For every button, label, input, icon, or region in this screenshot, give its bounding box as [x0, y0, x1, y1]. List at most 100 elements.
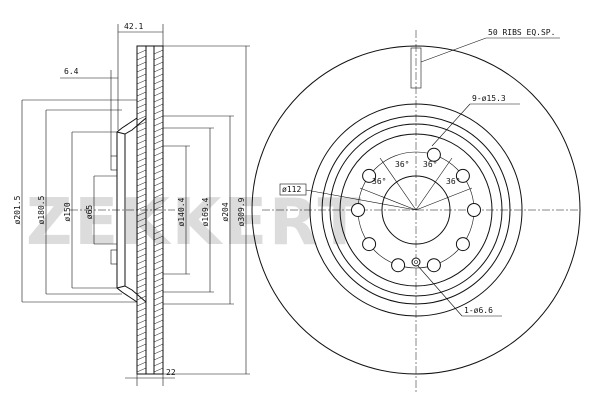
- vent-hatch: [136, 247, 147, 253]
- vent-hatch: [153, 151, 164, 157]
- ribs-leader: [420, 37, 487, 63]
- vent-hatch: [136, 85, 147, 91]
- vent-hatch: [153, 367, 164, 373]
- vent-hatch: [136, 175, 147, 181]
- vent-hatch: [153, 139, 164, 145]
- bolt-hole-section-top: [110, 155, 118, 171]
- vent-hatch: [153, 265, 164, 271]
- angle-label-4: 36°: [446, 177, 460, 186]
- vent-hatch: [153, 199, 164, 205]
- dim-204: ø204: [221, 202, 230, 221]
- bolt-hole: [362, 237, 377, 252]
- vent-hatch: [153, 331, 164, 337]
- vent-hatch: [153, 355, 164, 361]
- vent-hatch: [136, 337, 147, 343]
- vent-hatch: [136, 235, 147, 241]
- bolt-hole: [455, 237, 470, 252]
- vent-hatch: [136, 109, 147, 115]
- vent-hatch: [136, 61, 147, 67]
- vent-hatch: [136, 115, 147, 121]
- friction-inner-edge: [309, 103, 523, 317]
- vent-hatch: [153, 313, 164, 319]
- vent-hatch: [136, 181, 147, 187]
- dim-180-5: ø180.5: [37, 195, 46, 224]
- vent-hatch: [153, 205, 164, 211]
- vent-hatch: [153, 211, 164, 217]
- vent-hatch: [136, 277, 147, 283]
- pin-hole-note: 1-ø6.6: [464, 306, 493, 315]
- vent-hatch: [136, 133, 147, 139]
- vent-hatch: [136, 97, 147, 103]
- hat-step: [329, 123, 503, 297]
- vent-hatch: [153, 121, 164, 127]
- vent-hatch: [153, 259, 164, 265]
- rib-slot: [410, 47, 422, 89]
- vent-hatch: [153, 55, 164, 61]
- vent-hatch: [136, 151, 147, 157]
- vent-hatch: [136, 313, 147, 319]
- ribs-note: 50 RIBS EQ.SP.: [488, 28, 555, 37]
- vent-hatch: [136, 355, 147, 361]
- hat-face: [339, 133, 493, 287]
- hat-face-top: [116, 131, 126, 135]
- vent-hatch: [136, 169, 147, 175]
- vent-hatch: [153, 73, 164, 79]
- vent-hatch: [153, 91, 164, 97]
- vent-hatch: [153, 163, 164, 169]
- angle-label-2: 36°: [423, 160, 437, 169]
- angle-label-3: 36°: [372, 177, 386, 186]
- vent-hatch: [136, 253, 147, 259]
- vent-hatch: [153, 103, 164, 109]
- section-view: 42.1 6.4 22 ø201.5 ø180.5 ø150 ø65 ø140.…: [13, 22, 250, 386]
- pin-hole-leader: [417, 265, 463, 317]
- pcd-box: [279, 183, 307, 196]
- bolt-hole: [391, 258, 406, 273]
- vent-hatch: [136, 223, 147, 229]
- vent-hatch: [153, 277, 164, 283]
- vent-hatch: [153, 307, 164, 313]
- dim-309-9: ø309.9: [237, 197, 246, 226]
- vent-hatch: [153, 247, 164, 253]
- bolt-hole: [426, 147, 441, 162]
- vent-hatch: [153, 343, 164, 349]
- vent-hatch: [153, 295, 164, 301]
- pcd-label: ø112: [282, 185, 301, 194]
- vent-hatch: [136, 229, 147, 235]
- dim-201-5: ø201.5: [13, 195, 22, 224]
- front-view: 36° 36° 36° 36° ø112 50 RIBS EQ.SP. 9-ø1…: [251, 28, 581, 392]
- vent-hatch: [136, 265, 147, 271]
- bolt-hole: [351, 203, 365, 217]
- bolt-hole: [467, 203, 481, 217]
- vent-hatch: [136, 145, 147, 151]
- center-bore: [381, 175, 451, 245]
- vent-hatch: [136, 205, 147, 211]
- vent-hatch: [153, 193, 164, 199]
- vent-hatch: [136, 271, 147, 277]
- vent-hatch: [153, 115, 164, 121]
- vent-hatch: [153, 127, 164, 133]
- bolt-hole: [455, 168, 470, 183]
- vent-hatch: [136, 367, 147, 373]
- vent-hatch: [153, 325, 164, 331]
- vent-hatch: [136, 199, 147, 205]
- vent-hatch: [136, 67, 147, 73]
- pcd-leader: [305, 189, 417, 211]
- vent-hatch: [153, 79, 164, 85]
- bolt-hole: [426, 258, 441, 273]
- dim-offset: 6.4: [64, 67, 79, 76]
- vent-hatch: [136, 289, 147, 295]
- vent-hatch: [153, 61, 164, 67]
- vent-hatch: [136, 55, 147, 61]
- brand-watermark: ZEKKERT: [26, 186, 363, 260]
- vent-hatch: [136, 91, 147, 97]
- vent-hatch: [136, 79, 147, 85]
- dim-65: ø65: [85, 205, 94, 220]
- vent-hatch: [136, 325, 147, 331]
- vent-hatch: [136, 157, 147, 163]
- vent-hatch: [153, 145, 164, 151]
- vent-hatch: [153, 187, 164, 193]
- vent-hatch: [136, 193, 147, 199]
- vent-hatch: [136, 103, 147, 109]
- dim-169-4: ø169.4: [201, 197, 210, 226]
